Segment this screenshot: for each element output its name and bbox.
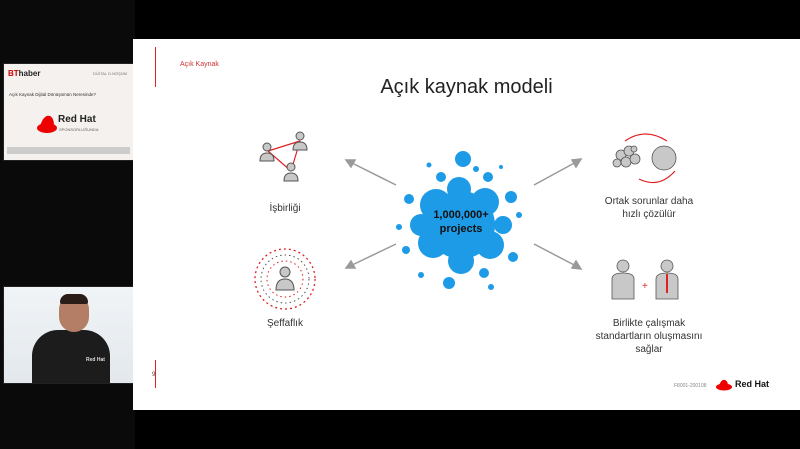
projects-count-text: 1,000,000+ projects [411,208,511,236]
label-transparency: Şeffaflık [267,318,303,329]
arrows-group [344,158,583,270]
thumbnail-company: Red Hat [58,114,96,125]
slide-title: Açık kaynak modeli [380,76,553,98]
svg-text:+: + [642,281,648,292]
thumbnail-subtitle: Açık Kaynak Dijital Dönüşümün Neresinde? [9,92,97,97]
problem-solving-icon [612,133,677,184]
presenter-body [32,330,110,383]
left-panel: BThaber DİJİTAL D.NÖŞÜM Açık Kaynak Diji… [0,0,135,449]
accent-line-bottom [155,360,156,388]
collaboration-network-icon [259,131,308,182]
page-number: 9 [152,372,156,378]
projects-word: projects [439,223,483,235]
redhat-hat-icon [37,115,57,133]
shirt-logo: Red Hat [86,357,105,363]
slide-thumbnail[interactable]: BThaber DİJİTAL D.NÖŞÜM Açık Kaynak Diji… [3,63,134,161]
thumbnail-strip [7,147,130,154]
transparency-circles-icon [254,248,316,310]
label-collaboration: İşbirliği [269,203,301,214]
footer-code: F8001-200108 [674,383,707,389]
label-faster-solutions: Ortak sorunlar daha hızlı çözülür [604,196,694,220]
bthaber-logo: BThaber [8,69,41,78]
label-standards: Birlikte çalışmak standartların oluşması… [595,318,703,355]
thumbnail-company-sub: SPONSORLUĞUNDA [59,127,99,132]
main-slide: Açık Kaynak Açık kaynak modeli İşbirliği… [133,39,800,410]
section-label: Açık Kaynak [180,61,219,68]
footer-brand: Red Hat [735,379,770,389]
standards-people-icon: + [611,259,679,300]
accent-line-top [155,47,156,87]
thumbnail-tag: DİJİTAL D.NÖŞÜM [92,71,127,76]
footer-redhat-logo: Red Hat [716,377,776,393]
presenter-webcam: Red Hat [3,286,134,384]
projects-count: 1,000,000+ [433,209,489,221]
redhat-hat-icon [716,379,732,391]
projects-bubble-cluster [396,151,522,290]
